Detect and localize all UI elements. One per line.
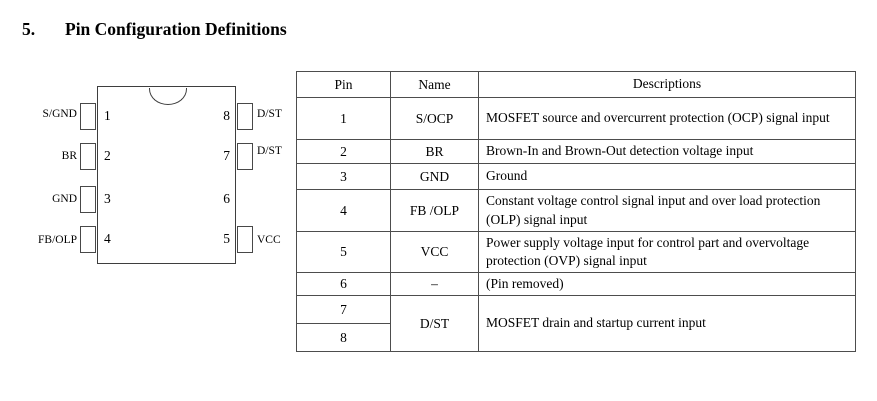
cell-description: Ground	[478, 163, 856, 190]
cell-description-merged: MOSFET drain and startup current input	[478, 295, 856, 352]
section-number: 5.	[22, 19, 36, 39]
cell-description: Brown-In and Brown-Out detection voltage…	[478, 139, 856, 164]
pin-number-2: 2	[104, 148, 111, 163]
header-pin: Pin	[296, 71, 391, 98]
table-row: 7 D/ST MOSFET drain and startup current …	[296, 295, 856, 352]
pin-label-dst-8: D/ST	[257, 108, 282, 120]
cell-pin: 7	[296, 295, 391, 324]
table-row: 1 S/OCP MOSFET source and overcurrent pr…	[296, 97, 856, 140]
cell-pin: 6	[296, 272, 391, 296]
pin-label-fbolp: FB/OLP	[38, 234, 77, 246]
pin-box-3	[80, 186, 96, 213]
cell-name-merged: D/ST	[390, 295, 479, 352]
table-row: 5 VCC Power supply voltage input for con…	[296, 231, 856, 273]
cell-description: MOSFET source and overcurrent protection…	[478, 97, 856, 140]
cell-pin: 3	[296, 163, 391, 190]
header-name: Name	[390, 71, 479, 98]
pin-label-vcc: VCC	[257, 234, 281, 246]
cell-pin: 8	[296, 323, 391, 352]
table-row: 6 – (Pin removed)	[296, 272, 856, 296]
pin-number-4: 4	[104, 231, 111, 246]
cell-name: S/OCP	[390, 97, 479, 140]
pin-label-dst-7: D/ST	[257, 145, 282, 157]
pin-label-br: BR	[61, 150, 77, 162]
pin-definitions-table: Pin Name Descriptions 1 S/OCP MOSFET sou…	[296, 71, 856, 352]
pin-box-5	[236, 226, 253, 253]
cell-name: GND	[390, 163, 479, 190]
pin-label-gnd: GND	[52, 193, 77, 205]
pin-configuration-diagram: 1 2 3 4 8 7 6 5 S/GND BR GND FB/OLP D/ST…	[0, 0, 300, 300]
header-descriptions: Descriptions	[478, 71, 856, 98]
table-row: 3 GND Ground	[296, 163, 856, 190]
pin-number-7: 7	[223, 148, 230, 163]
table-header-row: Pin Name Descriptions	[296, 71, 856, 98]
cell-description: Power supply voltage input for control p…	[478, 231, 856, 273]
cell-name: VCC	[390, 231, 479, 273]
table-row: 2 BR Brown-In and Brown-Out detection vo…	[296, 139, 856, 164]
cell-name: FB /OLP	[390, 189, 479, 232]
pin-number-8: 8	[223, 108, 230, 123]
cell-pin: 5	[296, 231, 391, 273]
pin-box-4	[80, 226, 96, 253]
section-heading: 5. Pin Configuration Definitions	[0, 19, 877, 43]
table-row: 4 FB /OLP Constant voltage control signa…	[296, 189, 856, 232]
pin-box-2	[80, 143, 96, 170]
cell-pin: 1	[296, 97, 391, 140]
chip-package-body	[97, 86, 236, 264]
pin-number-5: 5	[223, 231, 230, 246]
cell-pin: 2	[296, 139, 391, 164]
pin-number-1: 1	[104, 108, 111, 123]
pin-label-sgnd: S/GND	[42, 108, 77, 120]
cell-description: (Pin removed)	[478, 272, 856, 296]
pin-number-6: 6	[223, 191, 230, 206]
table-row: 8	[296, 323, 856, 352]
cell-description: Constant voltage control signal input an…	[478, 189, 856, 232]
cell-name: –	[390, 272, 479, 296]
pin-box-1	[80, 103, 96, 130]
cell-name: BR	[390, 139, 479, 164]
section-title: Pin Configuration Definitions	[65, 19, 287, 39]
cell-pin: 4	[296, 189, 391, 232]
pin-box-7	[236, 143, 253, 170]
pin-number-3: 3	[104, 191, 111, 206]
pin-box-8	[236, 103, 253, 130]
